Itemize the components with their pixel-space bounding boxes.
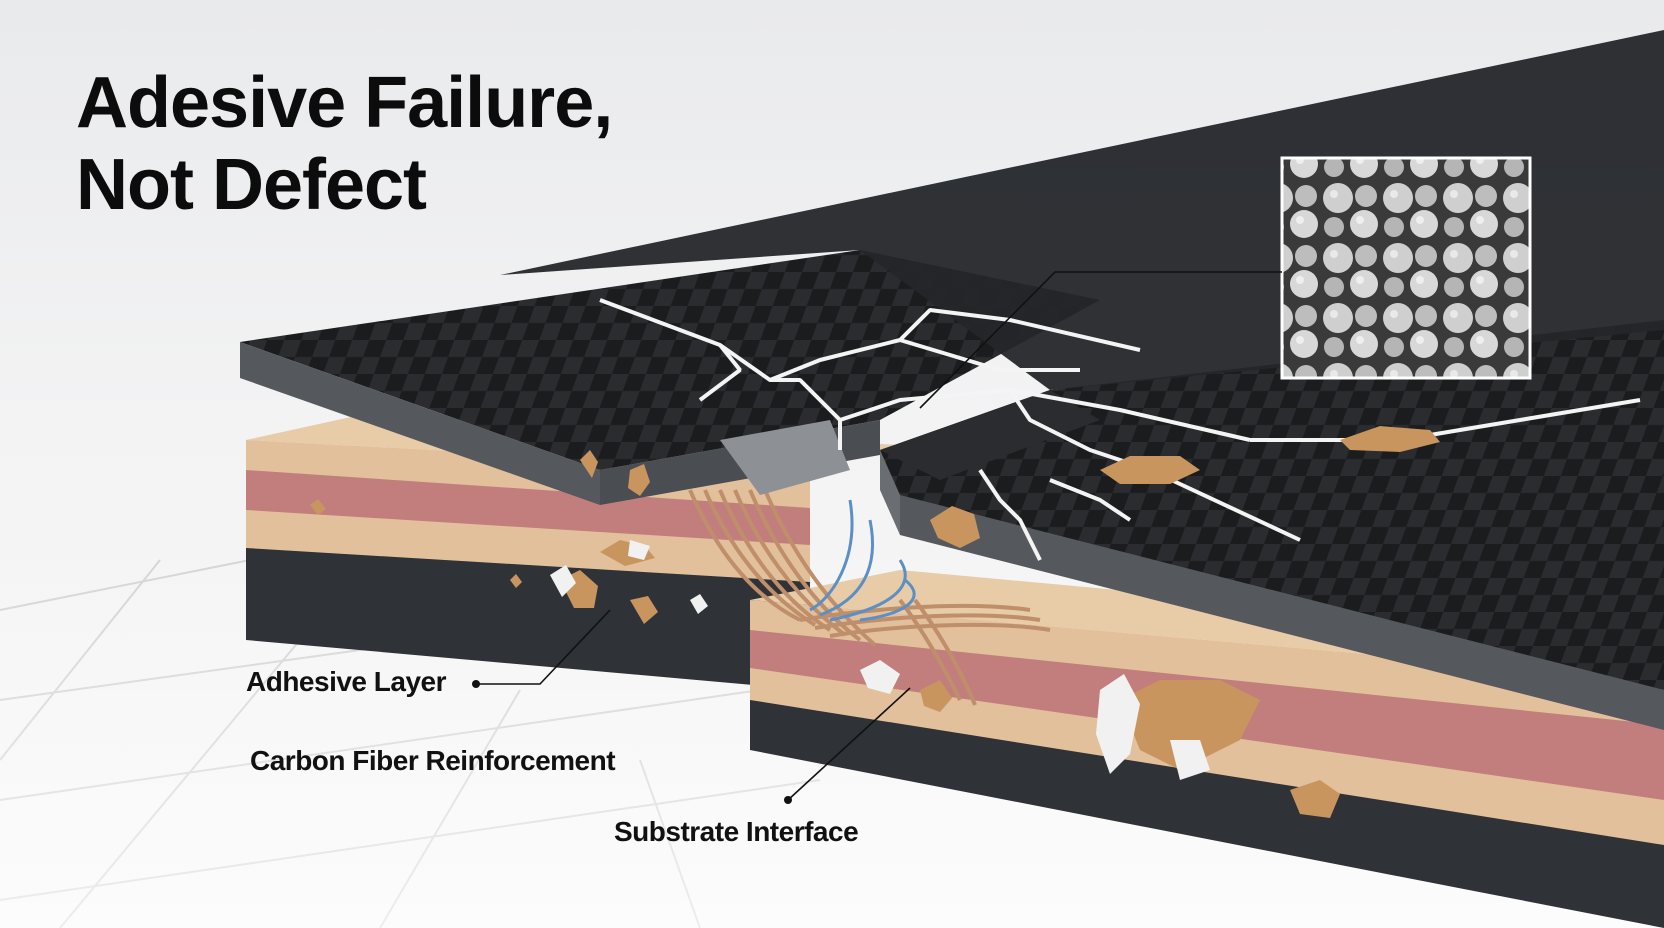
- leader-lines: [476, 271, 1282, 801]
- label-substrate-interface: Substrate Interface: [614, 816, 859, 847]
- leader-dot-adhesive: [472, 680, 480, 688]
- label-adhesive-layer: Adhesive Layer: [246, 666, 447, 697]
- title-line-2: Not Defect: [76, 145, 427, 225]
- fibers-copper: [688, 489, 1051, 706]
- sem-inset-image: [1280, 156, 1532, 380]
- crack-lines: [599, 298, 1641, 561]
- label-carbon-fiber-reinforcement: Carbon Fiber Reinforcement: [250, 745, 616, 776]
- title-line-1: Adesive Failure,: [76, 63, 613, 143]
- white-flakes: [550, 540, 1210, 780]
- right-carbon-plate: [880, 320, 1664, 730]
- page-title: Adesive Failure, Not Defect: [76, 62, 613, 226]
- fibers-blue: [809, 499, 916, 622]
- leader-dot-substrate: [784, 796, 792, 804]
- adhesive-debris: [310, 426, 1440, 818]
- left-carbon-plate: [240, 250, 1100, 505]
